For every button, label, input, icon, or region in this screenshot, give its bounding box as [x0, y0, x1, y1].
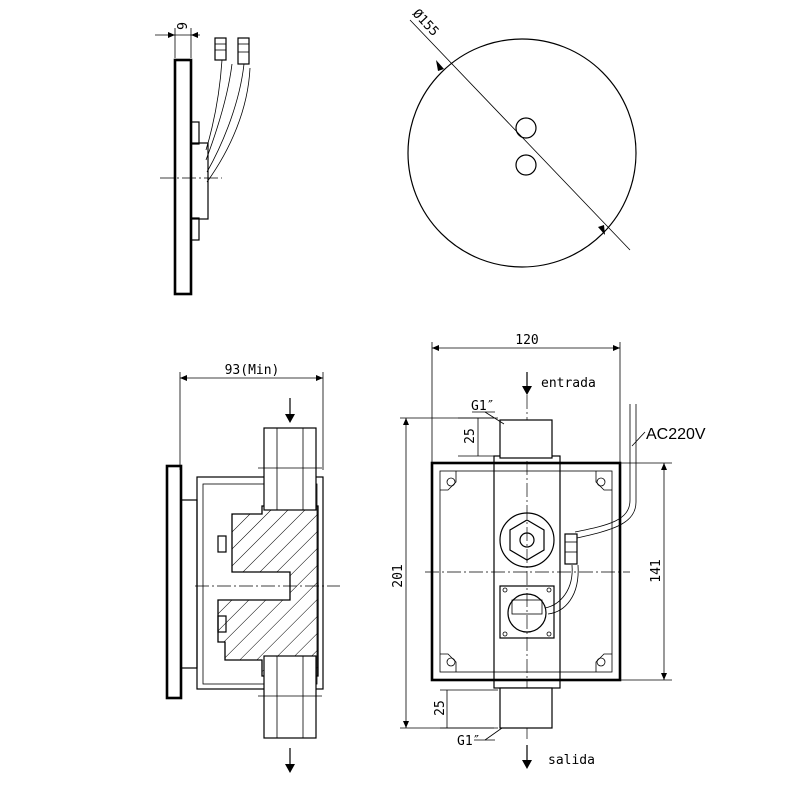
sensor-window-top — [515, 117, 537, 139]
dim-depth: 93(Min) — [225, 363, 280, 378]
mounting-box-inner — [439, 470, 613, 673]
power-label: AC220V — [646, 426, 706, 443]
connector-1 — [214, 37, 227, 61]
front-view: Ø155 — [407, 6, 637, 268]
dim-diameter: Ø155 — [409, 6, 441, 39]
dim-side-width: 9 — [176, 22, 191, 30]
solenoid-block — [499, 585, 555, 639]
outlet-pipe-front — [499, 687, 553, 729]
plate-step-top — [190, 121, 200, 145]
solenoid-coil — [507, 593, 547, 633]
hole-top — [217, 535, 227, 553]
outlet-arrow — [522, 760, 532, 769]
sensor-window-bottom — [515, 154, 537, 176]
power-cable — [574, 404, 631, 533]
section-housing — [196, 476, 324, 690]
section-inlet-pipe — [263, 427, 317, 511]
side-view: 9 — [155, 22, 251, 296]
thread-label-top: G1″ — [471, 399, 494, 414]
plate-step-bottom — [190, 217, 200, 241]
cover-plate-side — [173, 58, 193, 296]
thread-label-bottom: G1″ — [457, 734, 480, 749]
diameter-line — [409, 19, 631, 251]
dim-width: 120 — [515, 333, 538, 348]
section-arrow-out — [285, 764, 295, 773]
installation-view: 120 201 141 25 25 — [391, 333, 706, 769]
cable-1 — [205, 59, 223, 151]
valve-body-hatched — [217, 505, 319, 677]
hole-bottom — [217, 615, 227, 633]
dim-height: 201 — [391, 564, 406, 587]
section-flange — [180, 499, 198, 669]
cable-3 — [206, 63, 245, 173]
section-plate — [165, 464, 183, 700]
inlet-label: entrada — [541, 376, 596, 391]
valve-nut-ring — [499, 512, 555, 568]
dim-pipe-top: 25 — [463, 428, 478, 444]
cable-2 — [205, 63, 233, 161]
sensor-module-side — [190, 142, 209, 220]
connector-2 — [237, 37, 250, 65]
valve-nut — [509, 519, 545, 561]
cable-4 — [206, 67, 251, 183]
section-arrow-in — [285, 414, 295, 423]
inlet-arrow — [522, 386, 532, 395]
section-outlet-pipe — [263, 655, 317, 739]
cover-plate-front — [407, 38, 637, 268]
inlet-pipe-front — [499, 419, 553, 459]
solenoid-cable — [544, 564, 573, 609]
outlet-label: salida — [548, 753, 595, 768]
dim-box-height: 141 — [649, 559, 664, 582]
sensor-connector — [564, 533, 578, 565]
dim-pipe-bottom: 25 — [433, 700, 448, 716]
section-view: 93(Min) — [165, 363, 340, 773]
mounting-box — [430, 461, 622, 682]
